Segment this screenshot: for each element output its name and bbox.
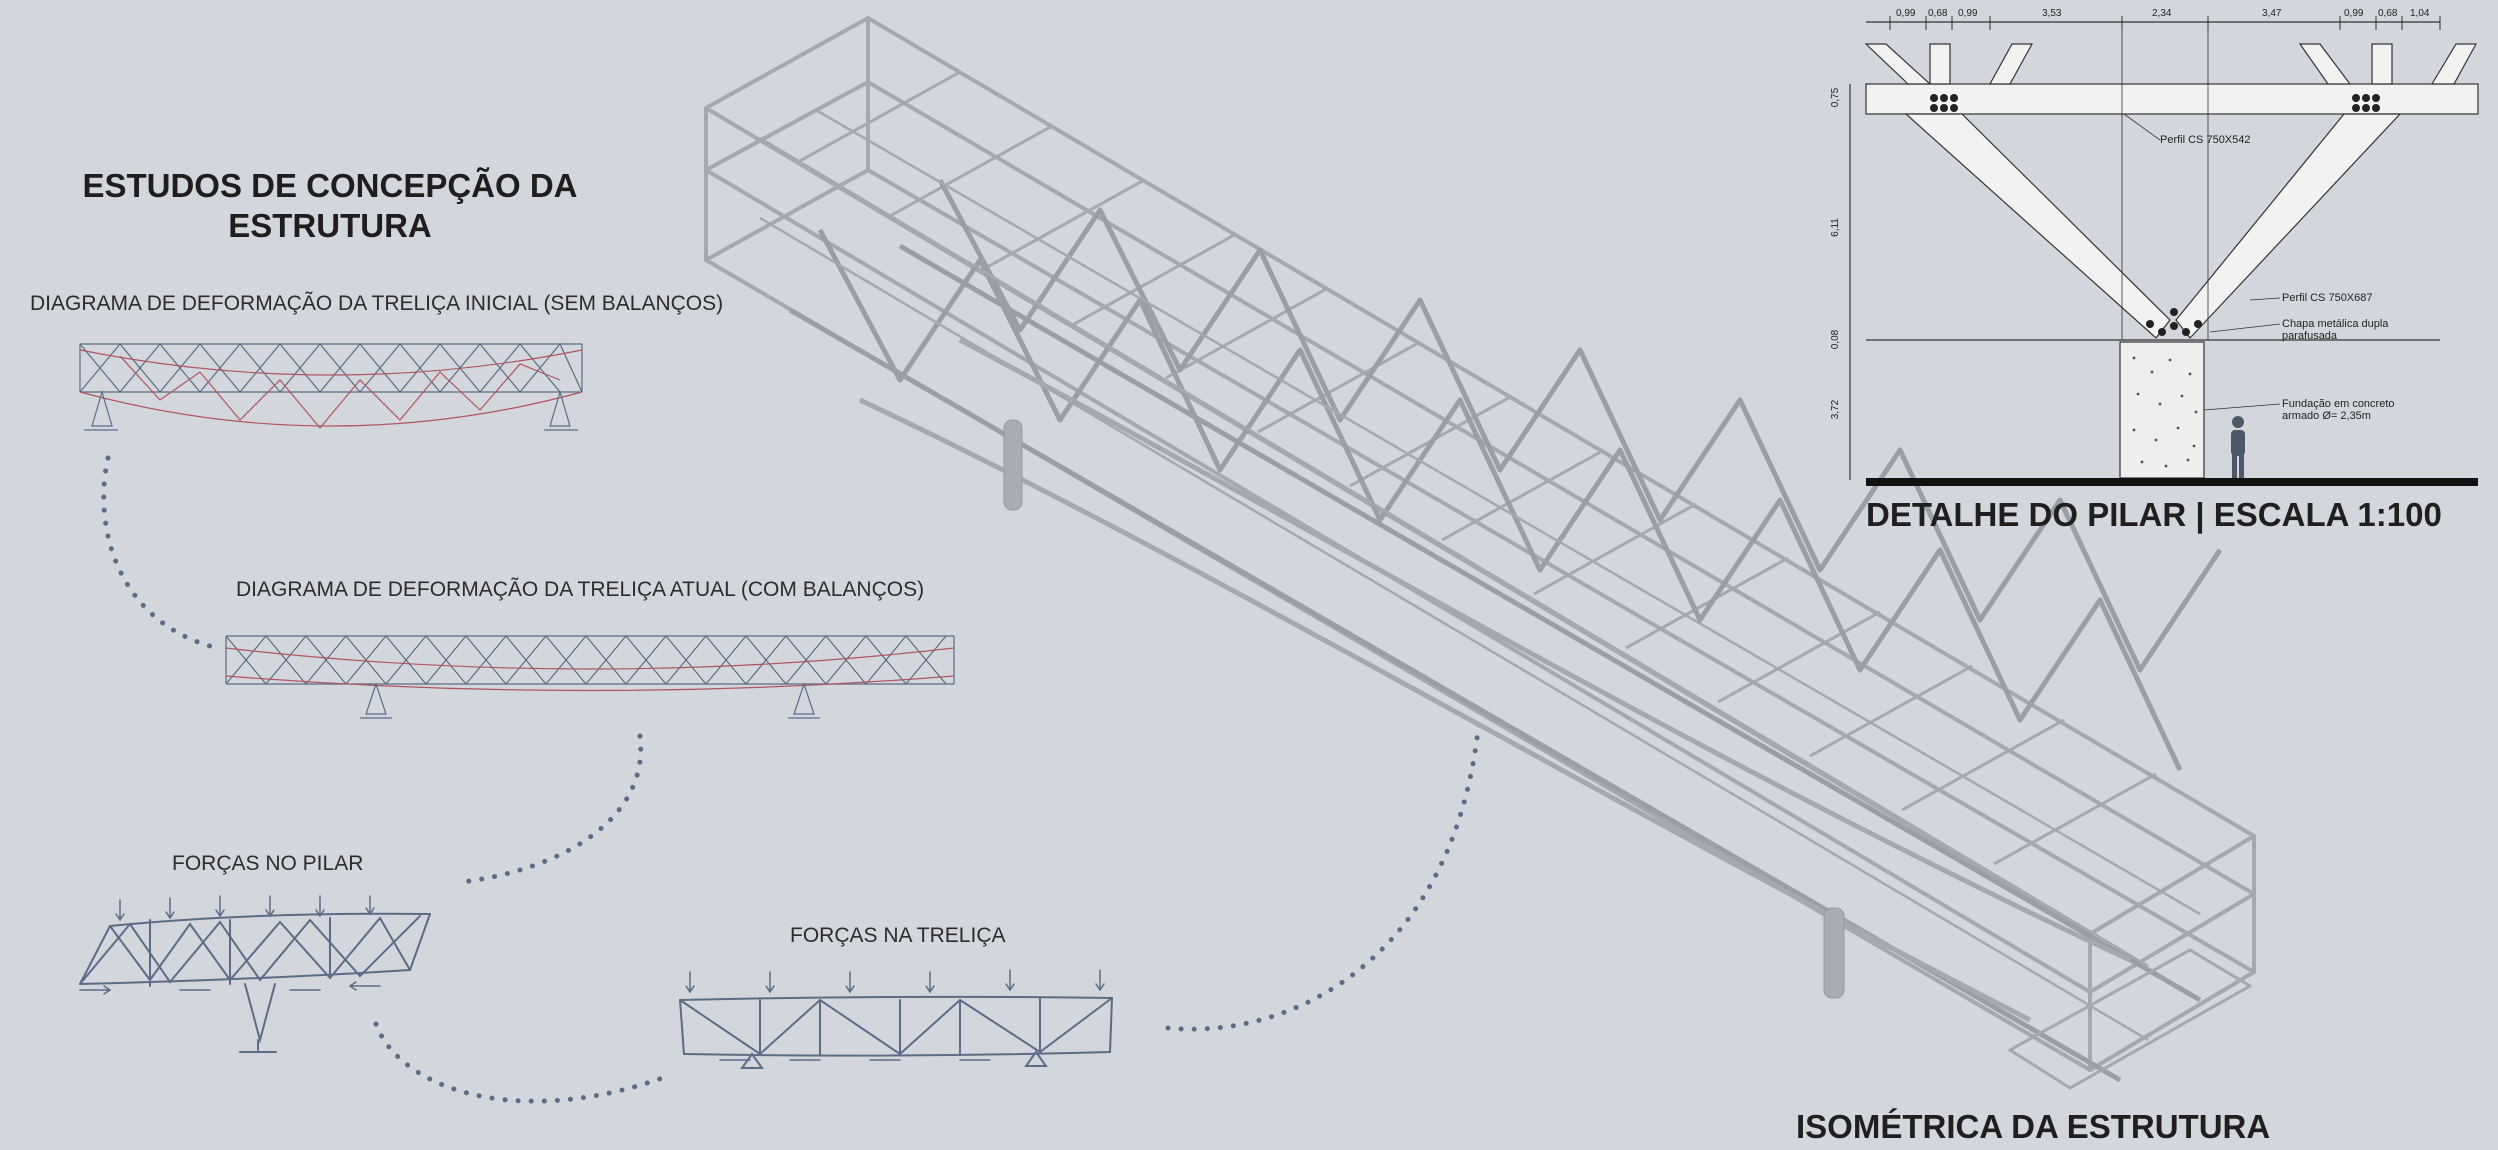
note-foundation-line1: Fundação em concreto (2282, 398, 2395, 410)
pillar-detail-drawing (1849, 16, 2479, 486)
dim-top-4: 3,53 (2042, 8, 2062, 19)
note-profile-diag: Perfil CS 750X687 (2282, 292, 2373, 304)
truss-forces-sketch (679, 969, 1113, 1069)
page-title-line1: ESTUDOS DE CONCEPÇÃO DA (82, 167, 578, 204)
dim-top-3: 0,99 (1958, 8, 1978, 19)
isometric-columns (1003, 419, 1845, 999)
note-plate-line2: parafusada (2282, 330, 2338, 342)
dim-top-2: 0,68 (1928, 8, 1948, 19)
pillar-detail-caption: DETALHE DO PILAR | ESCALA 1:100 (1866, 496, 2442, 533)
dim-side-1: 0,75 (1830, 87, 1842, 108)
dim-top-7: 0,99 (2344, 8, 2364, 19)
note-foundation-line2: armado Ø= 2,35m (2282, 410, 2371, 422)
dim-side-2: 6,11 (1829, 218, 1841, 237)
note-profile-top: Perfil CS 750X542 (2160, 134, 2251, 146)
dotted-connectors (101, 455, 1483, 1104)
truss-forces-caption: FORÇAS NA TRELIÇA (790, 924, 1006, 947)
dim-top-9: 1,04 (2410, 8, 2430, 19)
dim-side-3: 0,08 (1830, 329, 1842, 350)
initial-truss-diagram (79, 342, 583, 431)
dim-side-4: 3,72 (1830, 399, 1842, 420)
dim-top-5: 2,34 (2152, 8, 2172, 19)
note-plate-line1: Chapa metálica dupla (2282, 318, 2389, 330)
current-truss-caption: DIAGRAMA DE DEFORMAÇÃO DA TRELIÇA ATUAL … (236, 578, 925, 601)
page-title-line2: ESTRUTURA (228, 207, 432, 244)
pillar-forces-caption: FORÇAS NO PILAR (172, 852, 364, 875)
initial-truss-caption: DIAGRAMA DE DEFORMAÇÃO DA TRELIÇA INICIA… (30, 292, 724, 315)
current-truss-diagram (225, 635, 955, 719)
pillar-forces-sketch (79, 895, 431, 1053)
isometric-caption: ISOMÉTRICA DA ESTRUTURA (1796, 1108, 2271, 1145)
dim-top-6: 3,47 (2262, 8, 2282, 19)
dim-top-8: 0,68 (2378, 8, 2398, 19)
dim-top-1: 0,99 (1896, 8, 1916, 19)
page-title: ESTUDOS DE CONCEPÇÃO DA ESTRUTURA (40, 166, 620, 246)
